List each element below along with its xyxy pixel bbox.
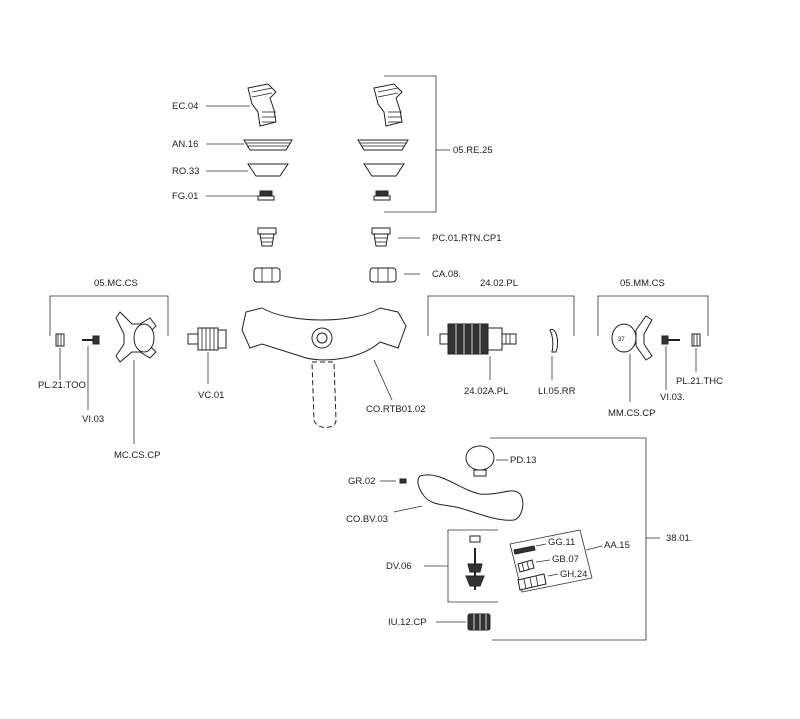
label-li05: LI.05.RR: [538, 386, 576, 397]
eccentric-connector-right: [373, 83, 403, 127]
rosette-right: [363, 163, 405, 177]
label-fg01: FG.01: [172, 191, 198, 202]
label-pc01: PC.01.RTN.CP1: [432, 233, 502, 244]
eccentric-connector-left: [247, 83, 277, 127]
pipe-connector-left: [257, 227, 277, 247]
label-iu12: IU.12.CP: [388, 617, 427, 628]
diverter-dv06: [465, 535, 485, 590]
label-mc-cs: 05.MC.CS: [94, 278, 138, 289]
label-vi03-right: VI.03.: [660, 392, 685, 403]
label-co-rtb: CO.RTB01.02: [366, 404, 426, 415]
label-aa15: AA.15: [604, 540, 630, 551]
label-38-01: 38.01.: [666, 533, 692, 544]
knob-number: 37: [618, 337, 625, 343]
pipe-connector-right: [371, 227, 391, 247]
filter-right: [373, 190, 391, 201]
pl2402-bracket: [427, 295, 575, 336]
rosette-left: [247, 163, 289, 177]
diverter-knob-pd13: [465, 445, 495, 477]
label-pl21-thc: PL.21.THC: [676, 376, 723, 387]
label-mc-cs-cp: MC.CS.CP: [114, 450, 160, 461]
plug-pl21-too: [55, 333, 65, 347]
cross-handle-right: 37: [611, 315, 653, 361]
spout-co-bv03: [417, 474, 524, 521]
set3801-bracket: [490, 437, 647, 641]
screw-vi03-right: [661, 335, 680, 345]
limiter-ring: [549, 328, 559, 353]
aa15-box: [509, 529, 593, 593]
label-vi03-left: VI.03: [82, 414, 104, 425]
label-24-02-pl: 24.02.PL: [480, 278, 518, 289]
label-pl21-too: PL.21.TOO: [38, 380, 86, 391]
label-dv06: DV.06: [386, 561, 412, 572]
label-gh24: GH.24: [560, 569, 587, 580]
wall-flange-left: [243, 139, 293, 151]
label-gg11: GG.11: [548, 537, 575, 548]
grub-screw-gr02: [399, 478, 407, 484]
wall-flange-right: [357, 139, 409, 151]
label-co-bv03: CO.BV.03: [346, 514, 388, 525]
label-gb07: GB.07: [552, 554, 579, 565]
mc-cs-bracket: [49, 295, 169, 336]
mm-cs-bracket: [597, 295, 709, 336]
thermostatic-cartridge: [439, 323, 517, 355]
gasket-gh24: [517, 573, 547, 591]
label-an16: AN.16: [172, 139, 198, 150]
label-re25: 05.RE.25: [453, 145, 493, 156]
label-ca08: CA.08.: [432, 269, 461, 280]
screw-vi03-left: [82, 335, 100, 345]
re25-bracket: [384, 75, 437, 213]
label-24-02a-pl: 24.02A.PL: [464, 386, 508, 397]
gasket-gg11: [513, 545, 536, 555]
union-iu12: [467, 613, 491, 631]
plug-pl21-thc: [691, 333, 701, 347]
gasket-gb07: [517, 559, 535, 573]
label-gr02: GR.02: [348, 476, 375, 487]
label-vc01: VC.01: [198, 390, 224, 401]
label-mm-cs: 05.MM.CS: [620, 278, 665, 289]
filter-left: [257, 190, 275, 201]
cap-nut-right: [369, 267, 397, 283]
label-ec04: EC.04: [172, 101, 198, 112]
cap-nut-left: [253, 267, 281, 283]
cross-handle-left: [115, 311, 157, 363]
mixer-body: [241, 307, 407, 428]
valve-cartridge-vc01: [187, 327, 227, 351]
label-mm-cs-cp: MM.CS.CP: [608, 408, 656, 419]
label-ro33: RO.33: [172, 166, 199, 177]
label-pd13: PD.13: [510, 455, 536, 466]
